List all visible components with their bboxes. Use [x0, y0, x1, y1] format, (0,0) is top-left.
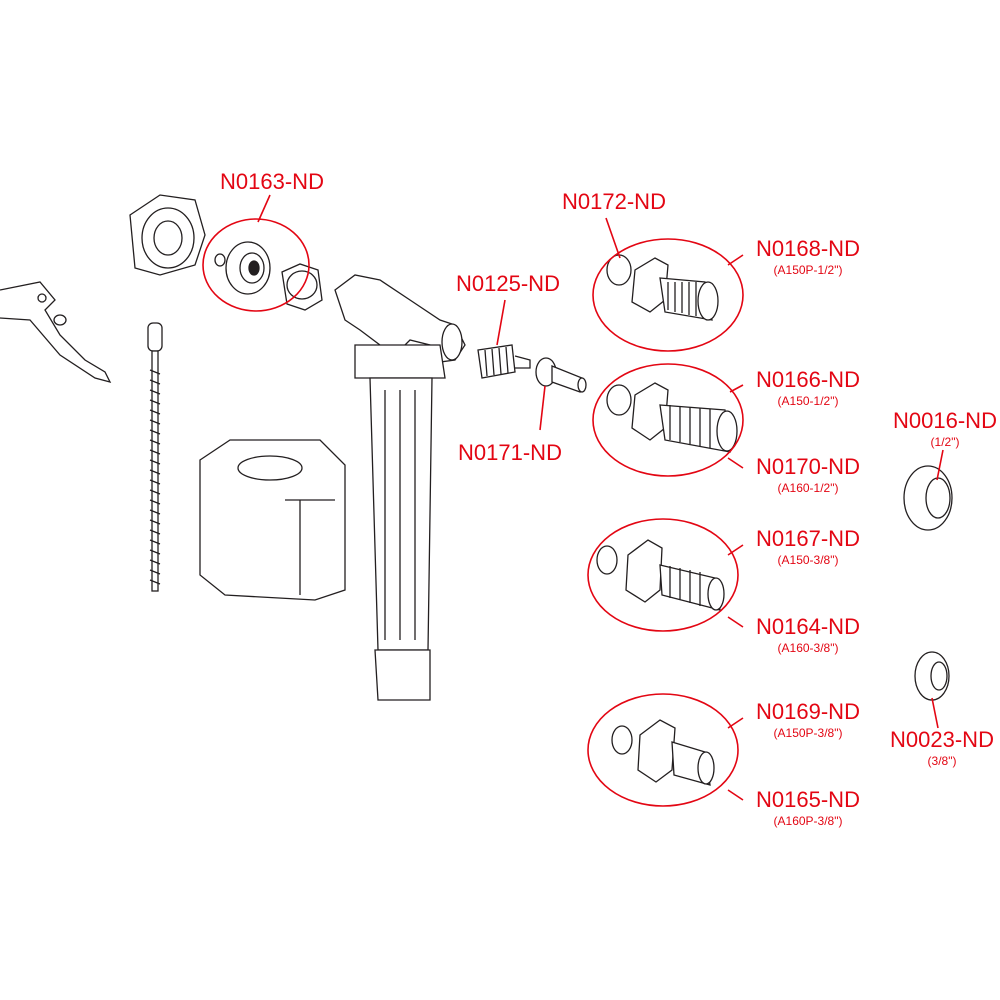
pin-part	[535, 357, 587, 393]
part-code: N0171-ND	[458, 440, 562, 465]
label-n0125: N0125-ND	[456, 273, 560, 295]
label-n0163: N0163-ND	[220, 171, 324, 193]
float-cap-part	[129, 194, 206, 276]
part-code: N0164-ND	[756, 614, 860, 639]
filter-part	[477, 344, 531, 379]
part-code: N0170-ND	[756, 454, 860, 479]
float-box-part	[199, 439, 346, 601]
fitting-n0167	[596, 539, 725, 611]
label-n0166: N0166-ND (A150-1/2")	[756, 367, 860, 408]
label-n0170: N0170-ND (A160-1/2")	[756, 454, 860, 495]
part-spec: (A160-1/2")	[777, 481, 839, 495]
fitting-n0166	[606, 382, 738, 453]
part-code: N0168-ND	[756, 236, 860, 261]
label-n0169: N0169-ND (A150P-3/8")	[756, 699, 860, 740]
part-spec: (A160P-3/8")	[773, 814, 843, 828]
part-code: N0165-ND	[756, 787, 860, 812]
label-n0172: N0172-ND	[562, 191, 666, 213]
threaded-rod-part	[147, 322, 163, 592]
part-code: N0166-ND	[756, 367, 860, 392]
diaphragm-part	[214, 241, 271, 295]
part-spec: (1/2")	[930, 435, 960, 449]
valve-body-part	[334, 274, 466, 701]
fitting-n0168	[606, 254, 719, 321]
part-spec: (A160-3/8")	[777, 641, 839, 655]
part-code: N0125-ND	[456, 271, 560, 296]
label-n0016: N0016-ND (1/2")	[893, 408, 997, 449]
part-spec: (A150-3/8")	[777, 553, 839, 567]
nut-n0023	[914, 651, 950, 701]
label-n0171: N0171-ND	[458, 442, 562, 464]
label-n0165: N0165-ND (A160P-3/8")	[756, 787, 860, 828]
label-n0164: N0164-ND (A160-3/8")	[756, 614, 860, 655]
part-spec: (A150P-3/8")	[773, 726, 843, 740]
callout-marks	[202, 194, 944, 807]
label-n0167: N0167-ND (A150-3/8")	[756, 526, 860, 567]
label-n0168: N0168-ND (A150P-1/2")	[756, 236, 860, 277]
fitting-n0169	[611, 719, 715, 786]
part-code: N0167-ND	[756, 526, 860, 551]
part-code: N0016-ND	[893, 408, 997, 433]
part-spec: (3/8")	[927, 754, 957, 768]
part-code: N0169-ND	[756, 699, 860, 724]
part-code: N0023-ND	[890, 727, 994, 752]
label-n0023: N0023-ND (3/8")	[890, 727, 994, 768]
part-code: N0172-ND	[562, 189, 666, 214]
part-code: N0163-ND	[220, 169, 324, 194]
nut-n0016	[903, 465, 953, 531]
part-spec: (A150-1/2")	[777, 394, 839, 408]
lever-arm-part	[0, 281, 112, 383]
part-spec: (A150P-1/2")	[773, 263, 843, 277]
